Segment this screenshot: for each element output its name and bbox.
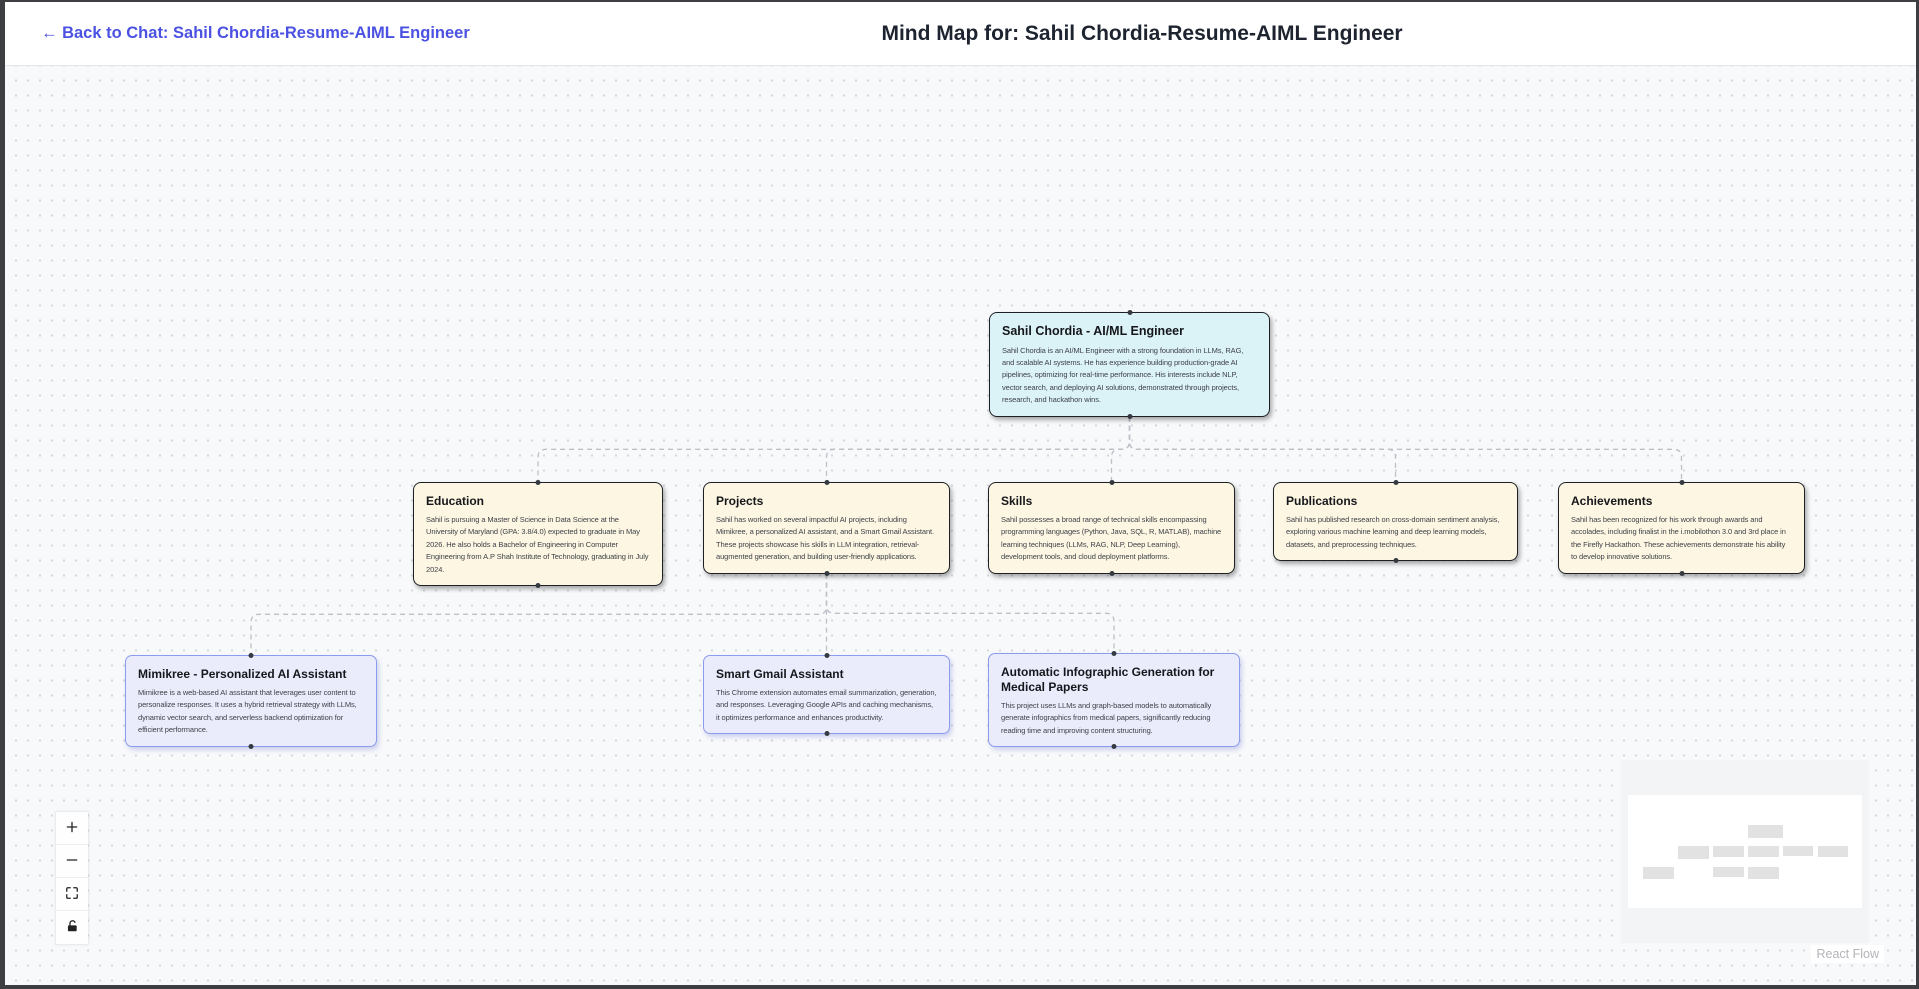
toggle-interactivity-button[interactable] (56, 911, 88, 944)
mindmap-edge-root-education (537, 416, 1131, 482)
minimap-node-root (1748, 825, 1783, 839)
node-handle-bottom[interactable] (1393, 558, 1398, 564)
node-handle-top[interactable] (1127, 310, 1132, 315)
node-handle-bottom[interactable] (248, 743, 254, 749)
node-title: Sahil Chordia - AI/ML Engineer (1002, 324, 1184, 338)
mindmap-node-infographic[interactable]: Automatic Infographic Generation for Med… (988, 651, 1240, 750)
node-handle-top[interactable] (1111, 651, 1117, 656)
node-handle-bottom[interactable] (1127, 413, 1132, 419)
node-handle-top[interactable] (248, 653, 254, 658)
node-handle-bottom[interactable] (824, 731, 829, 737)
node-title: Mimikree - Personalized AI Assistant (138, 667, 347, 681)
node-handle-top[interactable] (824, 480, 829, 485)
zoom-in-button[interactable] (56, 812, 88, 845)
mindmap-edge-root-publications (1128, 416, 1397, 482)
minus-icon (65, 853, 79, 870)
node-handle-bottom[interactable] (824, 570, 829, 576)
node-handle-bottom[interactable] (1679, 570, 1684, 576)
fit-view-button[interactable] (56, 878, 88, 911)
node-body: Sahil has been recognized for his work t… (1571, 515, 1786, 562)
node-body: Sahil has worked on several impactful AI… (716, 515, 934, 562)
back-to-chat-link[interactable]: ← Back to Chat: Sahil Chordia-Resume-AIM… (41, 24, 470, 42)
node-handle-top[interactable] (535, 480, 541, 485)
node-title: Achievements (1571, 494, 1653, 508)
node-title: Education (426, 494, 485, 508)
plus-icon (65, 820, 79, 837)
node-handle-top[interactable] (1109, 480, 1114, 485)
node-handle-bottom[interactable] (535, 583, 541, 589)
minimap-node-skills (1748, 846, 1779, 858)
node-handle-bottom[interactable] (1111, 744, 1117, 750)
node-body: Sahil is pursuing a Master of Science in… (426, 515, 649, 574)
page-title: Mind Map for: Sahil Chordia-Resume-AIML … (881, 21, 1403, 45)
node-title: Skills (1001, 494, 1033, 508)
node-handle-top[interactable] (1393, 480, 1398, 485)
node-handle-top[interactable] (824, 653, 829, 658)
mindmap-edge-projects-infographic (825, 573, 1115, 653)
unlock-icon (65, 919, 79, 936)
node-title: Publications (1286, 494, 1358, 508)
node-body: Sahil possesses a broad range of technic… (1001, 515, 1222, 562)
node-handle-top[interactable] (1679, 480, 1684, 485)
flow-controls (56, 812, 88, 944)
minimap-node-publications (1783, 846, 1814, 856)
node-body: This Chrome extension automates email su… (716, 688, 937, 722)
minimap-node-education (1677, 846, 1709, 859)
node-body: This project uses LLMs and graph-based m… (1001, 701, 1212, 735)
node-body: Mimikree is a web-based AI assistant tha… (138, 688, 357, 735)
react-flow-attribution[interactable]: React Flow (1811, 945, 1884, 963)
minimap[interactable] (1621, 760, 1869, 943)
minimap-node-infographic (1748, 867, 1780, 879)
minimap-node-achievements (1818, 846, 1849, 858)
minimap-node-mimikree (1642, 867, 1674, 879)
fit-view-icon (65, 886, 79, 903)
node-title: Projects (716, 494, 764, 508)
node-handle-bottom[interactable] (1109, 570, 1114, 576)
node-body: Sahil has published research on cross-do… (1286, 515, 1500, 549)
mindmap-edge-root-achievements (1128, 416, 1683, 482)
mindmap-edge-root-skills (1110, 416, 1131, 482)
minimap-node-smart-gmail (1713, 867, 1744, 878)
mindmap-edge-root-projects (825, 416, 1131, 482)
node-title: Smart Gmail Assistant (716, 667, 844, 681)
node-title: Automatic Infographic Generation for Med… (1001, 665, 1215, 694)
node-body: Sahil Chordia is an AI/ML Engineer with … (1002, 345, 1244, 405)
app-header: ← Back to Chat: Sahil Chordia-Resume-AIM… (5, 2, 1916, 66)
minimap-node-projects (1713, 846, 1744, 858)
zoom-out-button[interactable] (56, 845, 88, 878)
